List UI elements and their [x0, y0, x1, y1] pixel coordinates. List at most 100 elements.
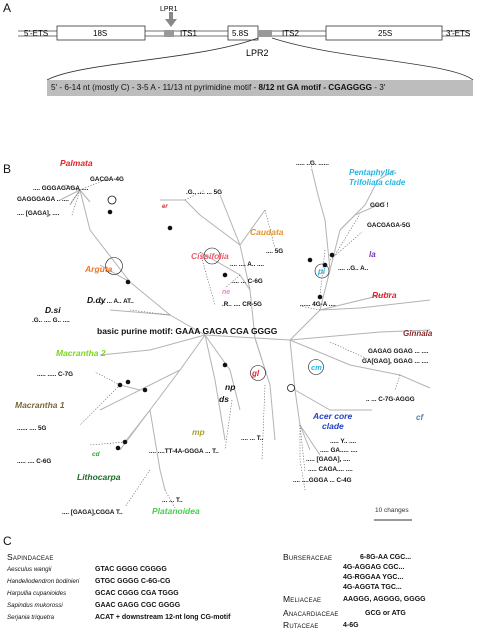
scale-label: 10 changes — [375, 507, 409, 514]
sequence: 6-8G-AA CGC... — [360, 554, 412, 561]
clade-macrantha1: Macrantha 1 — [15, 400, 65, 410]
clade-np: np — [225, 382, 235, 392]
table-row: Burseraceae 6-8G-AA CGC... — [283, 553, 481, 563]
sequence: 4G-AGGTA TGC... — [343, 584, 402, 591]
clade-cd: cd — [92, 451, 101, 458]
motif-label: .R.. .... CR-5G — [222, 301, 262, 308]
motif-label: GAGAG GGAG ... .... — [368, 348, 429, 355]
motif-label: GA[GAG], GGAG ... .... — [362, 358, 429, 365]
family-name: Rutaceae — [283, 620, 319, 630]
motif-end: - 3' — [371, 83, 386, 92]
motif-plain: 5' - 6-14 nt (mostly C) - 3-5 A - 11/13 … — [51, 83, 259, 92]
motif-label: .... ... C-6G — [232, 278, 263, 285]
region-18s-box — [56, 25, 146, 41]
clade-la: la — [369, 250, 376, 259]
motif-bold: 8/12 nt GA motif - CGAGGGG — [258, 83, 372, 92]
region-its2: ITS2 — [282, 29, 299, 38]
table-row: 4G-AGGTA TGC... — [283, 583, 481, 595]
clade-caudata: Caudata — [250, 227, 284, 237]
motif-label: GGG ! — [370, 202, 389, 209]
motif-label: .... ....GGGA ... C-4G — [293, 477, 352, 484]
motif-label: .... GGGAGAGA .... — [33, 185, 89, 192]
table-row: Handeliodendron bodinieri GTGC GGGG C-6G-… — [7, 577, 247, 589]
lpr2-label: LPR2 — [246, 48, 269, 58]
region-58s: 5.8S — [232, 29, 248, 38]
clade-rubra: Rubra — [372, 290, 397, 300]
family-name: Meliaceae — [283, 594, 322, 604]
clade-ginnala: Ginnala — [403, 329, 433, 338]
sequence: GCAC CGGG CGA TGGG — [95, 590, 179, 597]
motif-label: ..... [GAGA], .... — [306, 456, 350, 463]
motif-label: GACGA-4G — [90, 176, 124, 183]
motif-label: GAGGGAGA .. .... — [17, 196, 69, 203]
family-name: Sapindaceae — [7, 552, 54, 562]
rdna-diagram: LPR1 5'-ETS 18S ITS1 5.8S ITS2 25S 3'-ET… — [18, 6, 474, 81]
motif-label: ..... .... C-6G — [17, 458, 51, 465]
basic-purine-motif: basic purine motif: GAAA GAGA CGA GGGG — [97, 326, 278, 336]
lpr1-marker — [164, 30, 174, 37]
clade-cf: cf — [416, 413, 424, 422]
clade-penta: Pentaphylla- — [349, 168, 397, 177]
sequence: 4G-RGGAA YGC... — [343, 574, 404, 581]
sequence: GCG or ATG — [365, 610, 406, 617]
clade-cissifolia: Cissifolia — [191, 251, 229, 261]
motif-label: ...... 4G-A .... — [300, 301, 336, 308]
clade-er: er — [162, 204, 168, 210]
clade-lithocarpa: Lithocarpa — [77, 472, 121, 482]
region-its1: ITS1 — [180, 29, 197, 38]
species-name: Handeliodendron bodinieri — [7, 578, 80, 585]
sequence: 4G-AGGAG CGC... — [343, 564, 405, 571]
motif-label: .... ... T.. — [241, 435, 264, 442]
clade-ddy: D.dy — [87, 295, 107, 305]
lpr2-marker — [258, 30, 272, 37]
panel-b-letter: B — [3, 162, 12, 176]
region-25s-box — [325, 25, 443, 41]
lpr1-label: LPR1 — [160, 6, 178, 13]
lpr2-motif-bar: 5' - 6-14 nt (mostly C) - 3-5 A - 11/13 … — [47, 80, 473, 96]
clade-trifoliata: Trifoliata clade — [349, 178, 406, 187]
region-18s: 18S — [93, 29, 107, 38]
clade-ds: ds — [219, 394, 229, 404]
region-3ets: 3'-ETS — [446, 29, 470, 38]
motif-label: ...... .... 5G — [17, 425, 46, 432]
species-name: Harpullia cupanioides — [7, 590, 67, 597]
motif-label: ..... GA..... .... — [320, 447, 358, 454]
motif-label: GACGAGA-5G — [367, 222, 410, 229]
region-25s: 25S — [378, 29, 392, 38]
phylogenetic-tree: Palmata er Pentaphylla- Trifoliata clade… — [15, 160, 433, 521]
motif-label: .G.. .... G.. .... — [32, 317, 70, 324]
table-row: 4G-AGGAG CGC... — [283, 563, 481, 573]
motif-label: ..... CAGA.... .... — [308, 466, 353, 473]
motif-label: .... .... A.. .... — [230, 261, 264, 268]
motif-label: .. ... C-7G-AGGG — [366, 396, 415, 403]
panel-c-right-table: Burseraceae 6-8G-AA CGC... 4G-AGGAG CGC..… — [283, 553, 481, 633]
table-row: Harpullia cupanioides GCAC CGGG CGA TGGG — [7, 589, 247, 601]
sequence: 4-6G — [343, 622, 359, 629]
motif-label: ..... ..G. ...... — [296, 160, 329, 167]
motif-label: .... [GAGA], .... — [17, 210, 60, 217]
clade-gl: gl — [251, 369, 260, 378]
clade-mp: mp — [192, 427, 205, 437]
motif-label: ... ... T.. — [162, 497, 183, 504]
motif-label: .... [GAGA],CGGA T.. — [62, 509, 123, 516]
motif-label: .G.. .... ... 5G — [186, 189, 222, 196]
motif-label: .... ... A.. AT.. — [98, 298, 134, 305]
family-name: Burseraceae — [283, 552, 333, 562]
sequence: AAGGG, AGGGG, GGGG — [343, 596, 426, 603]
sequence: GAAC GAGG CGC GGGG — [95, 602, 181, 609]
lpr1-arrow — [165, 12, 177, 27]
sequence: GTGC GGGG C-6G-CG — [95, 578, 171, 585]
species-name: Sapindus mukorossi — [7, 602, 63, 609]
region-5ets: 5'-ETS — [24, 29, 48, 38]
motif-label: ..... Y.. .... — [330, 438, 356, 445]
clade-acer1: Acer core — [312, 411, 352, 421]
panel-a-letter: A — [3, 1, 12, 15]
motif-label: .... ..G.. A.. — [338, 265, 368, 272]
clade-dsi: D.si — [45, 305, 61, 315]
table-row: Sapindus mukorossi GAAC GAGG CGC GGGG — [7, 601, 247, 613]
clade-cm: cm — [311, 363, 322, 372]
